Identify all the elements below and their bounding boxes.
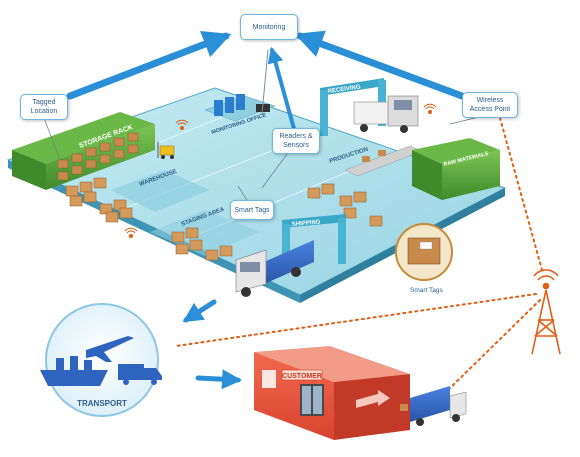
receiving-area: RECEIVING [320, 78, 419, 136]
arrow-monitoring-office [261, 49, 269, 115]
signal-icon [175, 119, 189, 130]
arrow-transport-to-customer [195, 369, 242, 390]
customer-label: CUSTOMER [282, 373, 322, 380]
wireless-access-point-callout-text: Wireless Access Point [469, 97, 511, 113]
rack-boxes [57, 132, 139, 181]
shipping-boxes [307, 183, 383, 227]
monitoring-arrows [66, 30, 466, 390]
shipping-area: SHIPPING [282, 214, 346, 270]
cell-tower-icon [531, 269, 561, 355]
arrow-tagged-to-monitoring [66, 30, 232, 100]
tagged-location-callout-text: Tagged Location [30, 99, 58, 115]
arrow-wap-to-monitoring [294, 30, 466, 100]
monitoring-callout-text: Monitoring [252, 23, 286, 31]
transport-truck-icon [118, 364, 162, 385]
storage-rack: STORAGE RACK [12, 112, 155, 190]
arrow-readers-to-monitoring [267, 46, 298, 138]
receiving-truck [353, 95, 419, 133]
customer-building: CUSTOMER [254, 346, 410, 440]
transport-circle: TRANSPORT [40, 303, 162, 417]
readers-sensors-callout: Readers & Sensors [272, 128, 320, 154]
transport-label: TRANSPORT [77, 399, 127, 408]
wireless-access-point-callout: Wireless Access Point [462, 92, 518, 118]
raw-materials-container: RAW MATERIALS [412, 138, 500, 200]
ship-icon [40, 356, 108, 386]
smart-tags-magnifier: Smart Tags [395, 223, 453, 294]
zone-label-shipping: SHIPPING [292, 219, 321, 228]
delivery-truck [400, 386, 467, 426]
airplane-icon [86, 336, 134, 362]
signal-icon [423, 103, 437, 114]
zone-label-receiving: RECEIVING [327, 84, 361, 95]
smart-tags-callout-text: Smart Tags [234, 206, 270, 214]
warehouse-boxes [65, 177, 133, 223]
staging-boxes [171, 227, 233, 261]
signal-icon [124, 227, 138, 238]
wireless-links [175, 117, 543, 393]
smart-tags-box-label: Smart Tags [410, 287, 444, 294]
forklift [157, 142, 175, 159]
readers-sensors-callout-text: Readers & Sensors [279, 133, 313, 149]
rfid-signal-icons [124, 103, 437, 238]
monitoring-callout: Monitoring [240, 14, 298, 40]
tagged-location-callout: Tagged Location [20, 94, 68, 120]
smart-tags-callout: Smart Tags [230, 200, 274, 220]
arrow-to-transport [182, 299, 217, 323]
shipping-truck [235, 240, 314, 297]
